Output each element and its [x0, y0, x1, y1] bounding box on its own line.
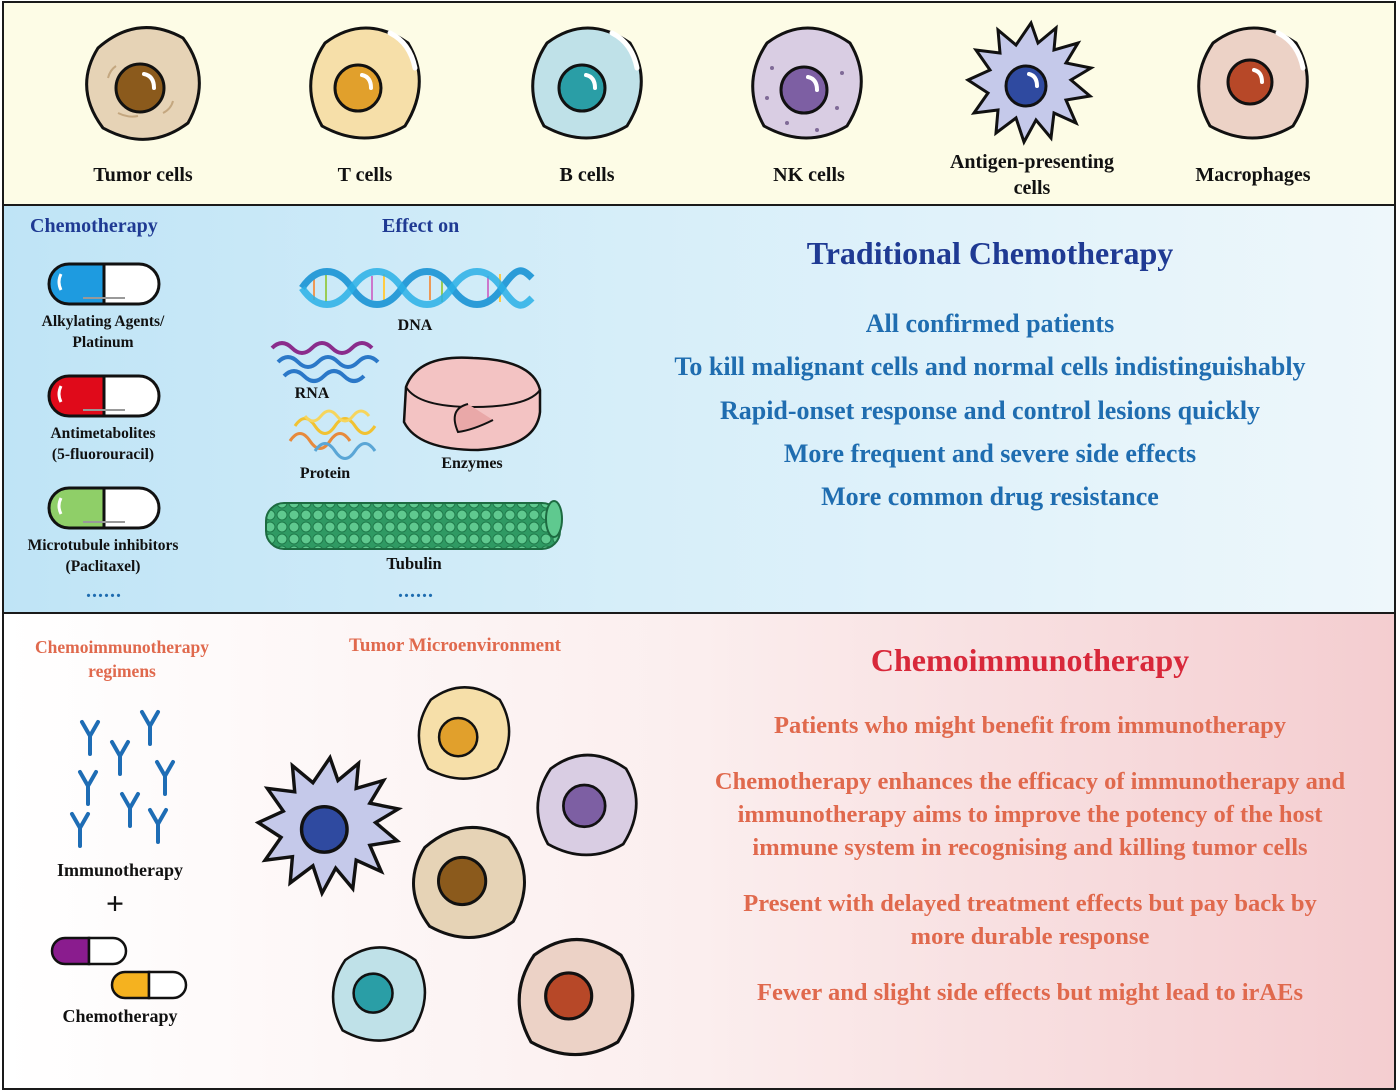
capsule-yellow-icon	[110, 970, 188, 1000]
chemotherapy-header: Chemotherapy	[30, 215, 158, 237]
protein-label: Protein	[299, 465, 351, 482]
capsule-purple-icon	[50, 936, 128, 966]
tme-b-cell-icon	[331, 946, 427, 1042]
chemotherapy-label: Chemotherapy	[62, 1006, 178, 1026]
regimens-header: Chemoimmunotherapy regimens	[34, 637, 210, 681]
tme-tumor-cell-icon	[412, 825, 526, 939]
chemoimmuno-line-4: Fewer and slight side effects but might …	[757, 979, 1303, 1006]
antimetabolite-label: Antimetabolites (5-fluorouracil)	[50, 425, 156, 463]
capsule-antimetabolite-icon	[47, 374, 161, 418]
tme-macrophage-icon	[517, 938, 635, 1057]
nk-cell-icon	[751, 26, 863, 140]
apc-label: Antigen-presenting cells	[949, 151, 1115, 199]
chemoimmuno-line-2: Chemotherapy enhances the efficacy of im…	[714, 768, 1346, 861]
t-cells-label: T cells	[337, 164, 393, 186]
traditional-line-3: Rapid-onset response and control lesions…	[719, 396, 1261, 425]
rna-icon	[270, 341, 380, 383]
tubulin-icon	[265, 500, 563, 550]
enzyme-icon	[402, 356, 542, 452]
dna-label: DNA	[397, 317, 433, 334]
capsule-alkylating-icon	[47, 262, 161, 306]
traditional-chemo-panel	[2, 204, 1396, 614]
traditional-line-4: More frequent and severe side effects	[783, 439, 1197, 468]
tubulin-label: Tubulin	[386, 554, 442, 573]
tme-apc-icon	[254, 753, 403, 898]
nk-cells-label: NK cells	[773, 164, 845, 186]
immunotherapy-label: Immunotherapy	[56, 860, 183, 880]
protein-icon	[288, 409, 377, 460]
antibodies-icon	[70, 710, 175, 848]
tme-t-cell-icon	[417, 686, 511, 780]
chemoimmunotherapy-panel	[2, 612, 1396, 1090]
tumor-cells-label: Tumor cells	[93, 164, 193, 186]
traditional-line-5: More common drug resistance	[821, 482, 1159, 511]
tumor-cell-icon	[85, 26, 201, 141]
traditional-line-2: To kill malignant cells and normal cells…	[674, 352, 1306, 381]
targets-ellipsis: ......	[398, 580, 434, 602]
chemoimmuno-title: Chemoimmunotherapy	[870, 642, 1190, 678]
tme-header: Tumor Microenvironment	[349, 635, 561, 656]
t-cell-icon	[309, 26, 421, 140]
microtubule-label: Microtubule inhibitors (Paclitaxel)	[27, 537, 179, 575]
chemoimmuno-line-1: Patients who might benefit from immunoth…	[774, 712, 1286, 739]
macrophage-icon	[1197, 26, 1309, 140]
b-cell-icon	[531, 26, 643, 140]
dna-icon	[299, 267, 535, 309]
capsule-microtubule-icon	[47, 486, 161, 530]
antigen-presenting-cell-icon	[964, 19, 1096, 146]
traditional-title: Traditional Chemotherapy	[806, 235, 1174, 271]
drugs-ellipsis: ......	[86, 580, 122, 602]
alkylating-label: Alkylating Agents/ Platinum	[41, 313, 165, 351]
rna-label: RNA	[294, 385, 330, 402]
cell-types-panel	[2, 1, 1396, 206]
traditional-line-1: All confirmed patients	[865, 309, 1115, 338]
macrophages-label: Macrophages	[1195, 164, 1311, 186]
tme-nk-cell-icon	[536, 753, 638, 857]
b-cells-label: B cells	[559, 164, 615, 186]
plus-sign: +	[105, 885, 125, 921]
effect-on-header: Effect on	[382, 215, 460, 237]
chemoimmuno-line-3: Present with delayed treatment effects b…	[743, 890, 1317, 950]
enzymes-label: Enzymes	[441, 455, 503, 472]
